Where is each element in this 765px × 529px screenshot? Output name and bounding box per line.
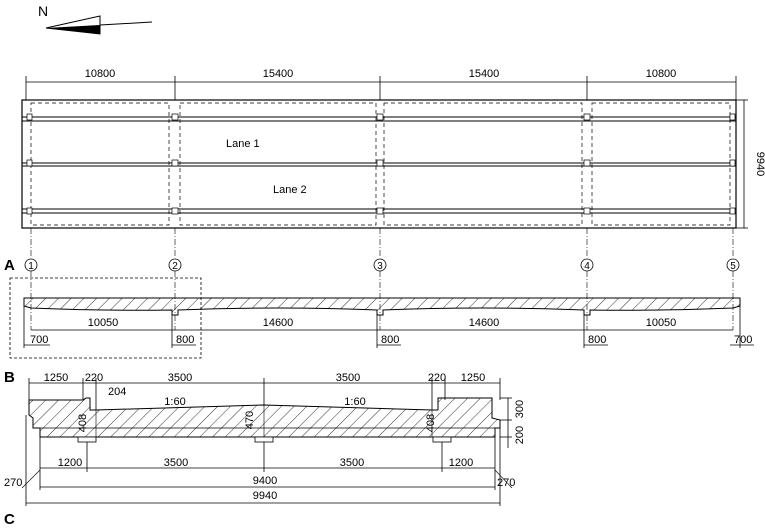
overhang-right: 270 xyxy=(497,477,515,489)
slope-left: 1:60 xyxy=(164,396,185,408)
north-label: N xyxy=(38,3,48,19)
panel-label-a: A xyxy=(4,257,15,274)
top-dim-1: 1250 xyxy=(44,372,68,384)
axis-bubble-3: 3 xyxy=(377,261,383,272)
total-inner: 9400 xyxy=(253,475,277,487)
plan-span-3: 15400 xyxy=(469,68,500,80)
axis-bubble-4: 4 xyxy=(584,261,590,272)
bottom-dim-2: 3500 xyxy=(164,457,188,469)
top-dim-4: 3500 xyxy=(336,372,360,384)
support-4: 800 xyxy=(588,334,606,346)
total-outer: 9940 xyxy=(253,490,277,502)
plan-span-4: 10800 xyxy=(646,68,677,80)
elevation-view: A 1 2 3 4 5 10050 14600 14600 xyxy=(4,257,754,359)
curb-dim: 204 xyxy=(108,386,126,398)
plan-view: 10800 15400 15400 10800 xyxy=(21,68,765,229)
panel-label-c: C xyxy=(4,511,15,528)
axis-bubble-1: 1 xyxy=(28,261,34,272)
top-dim-6: 1250 xyxy=(461,372,485,384)
top-dim-2: 220 xyxy=(85,372,103,384)
axis-bubble-2: 2 xyxy=(172,261,178,272)
bottom-dim-1: 1200 xyxy=(58,457,82,469)
deck-outline xyxy=(21,99,737,229)
detail-box xyxy=(9,277,202,359)
axis-bubble-5: 5 xyxy=(730,261,736,272)
right-dim-1: 300 xyxy=(514,400,526,418)
support-2: 800 xyxy=(176,334,194,346)
depth-left: 408 xyxy=(77,414,89,432)
elev-span-2: 14600 xyxy=(263,317,294,329)
bottom-dim-3: 3500 xyxy=(340,457,364,469)
top-dim-5: 220 xyxy=(428,372,446,384)
north-arrow: N xyxy=(38,3,153,35)
lane-1-label: Lane 1 xyxy=(226,138,260,150)
depth-mid: 470 xyxy=(244,411,256,429)
support-5: 700 xyxy=(734,334,752,346)
lane-2-label: Lane 2 xyxy=(273,184,307,196)
right-dim-2: 200 xyxy=(514,426,526,444)
plan-width: 9940 xyxy=(754,152,765,176)
north-arrow-fill-icon xyxy=(46,25,100,34)
deck-elevation xyxy=(23,297,741,316)
bottom-dim-4: 1200 xyxy=(449,457,473,469)
plan-span-1: 10800 xyxy=(85,68,116,80)
section-body xyxy=(28,397,501,438)
cross-section: B 1250 220 3500 3500 220 1250 204 1:60 xyxy=(4,369,526,506)
elev-span-4: 10050 xyxy=(646,317,677,329)
top-dim-3: 3500 xyxy=(168,372,192,384)
overhang-left: 270 xyxy=(4,477,22,489)
elev-span-3: 14600 xyxy=(469,317,500,329)
slope-right: 1:60 xyxy=(344,396,365,408)
support-1: 700 xyxy=(30,334,48,346)
support-3: 800 xyxy=(381,334,399,346)
plan-span-2: 15400 xyxy=(263,68,294,80)
depth-right: 408 xyxy=(425,414,437,432)
elev-span-1: 10050 xyxy=(88,317,119,329)
panel-label-b: B xyxy=(4,369,15,386)
